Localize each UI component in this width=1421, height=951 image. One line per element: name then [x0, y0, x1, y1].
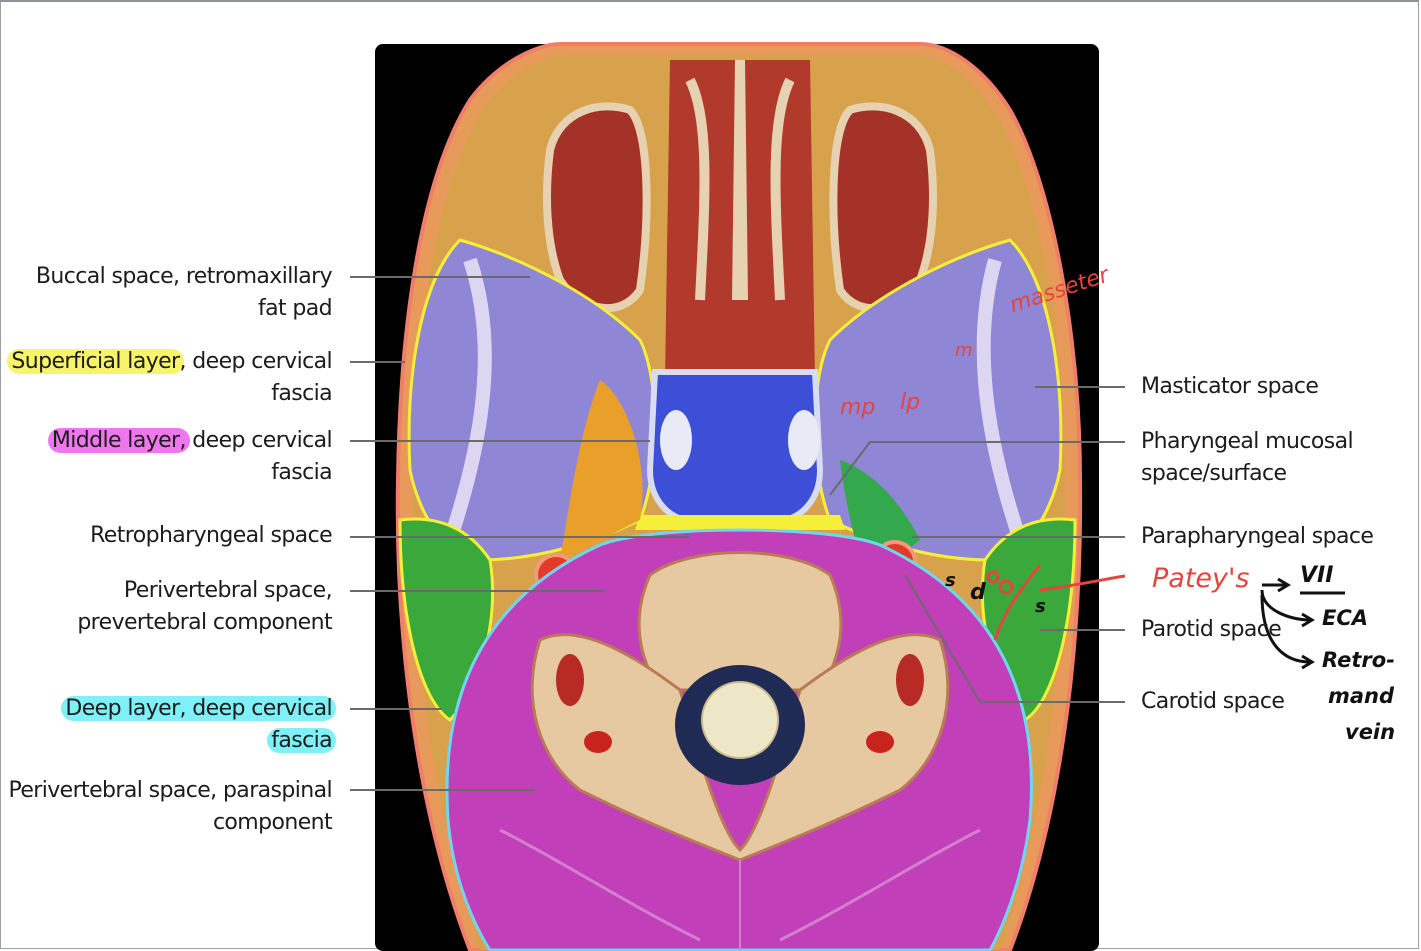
label-parapharyngeal-space: Parapharyngeal space	[1141, 521, 1373, 553]
spinal-cord	[702, 682, 778, 758]
annotation-s-right: s	[1035, 596, 1046, 617]
annotation-m: m	[955, 340, 973, 361]
torus-right	[788, 410, 820, 470]
label-paraspinal-component: Perivertebral space, paraspinal componen…	[8, 775, 332, 839]
retropharyngeal-strip	[635, 515, 845, 530]
annotation-retro: Retro-	[1322, 648, 1395, 672]
label-parotid-space: Parotid space	[1141, 614, 1281, 646]
vertebral-artery-right	[896, 654, 924, 706]
label-prevertebral-component: Perivertebral space, prevertebral compon…	[77, 575, 332, 639]
label-deep-layer: Deep layer, deep cervical fascia	[65, 693, 332, 757]
annotation-s-left: s	[945, 570, 956, 591]
annotation-lp: lp	[900, 390, 920, 415]
annotation-vii: VII	[1300, 563, 1333, 588]
vertebral-vein-left	[584, 731, 612, 753]
label-superficial-layer: Superficial layer, deep cervical fascia	[11, 346, 332, 410]
vertebral-vein-right	[866, 731, 894, 753]
maxillary-sinus-left	[547, 106, 647, 308]
annotation-pateys: Patey's	[1152, 563, 1250, 594]
highlight-deep-line2: fascia	[267, 728, 336, 753]
label-carotid-space: Carotid space	[1141, 686, 1284, 718]
highlight-deep-line1: Deep layer, deep cervical	[61, 696, 336, 721]
label-retropharyngeal-space: Retropharyngeal space	[90, 520, 332, 552]
annotation-d: d	[970, 580, 986, 605]
label-buccal-space: Buccal space, retromaxillary fat pad	[36, 261, 332, 325]
annotation-vein: vein	[1345, 720, 1395, 744]
annotation-mand: mand	[1328, 684, 1394, 708]
highlight-middle: Middle layer,	[48, 428, 190, 453]
label-masticator-space: Masticator space	[1141, 371, 1318, 403]
annotation-eca: ECA	[1322, 606, 1368, 630]
vertebral-artery-left	[556, 654, 584, 706]
torus-left	[660, 410, 692, 470]
highlight-superficial: Superficial layer	[7, 349, 183, 374]
annotation-mp: mp	[840, 395, 875, 420]
label-pharyngeal-mucosal-space: Pharyngeal mucosal space/surface	[1141, 426, 1353, 490]
label-middle-layer: Middle layer, deep cervical fascia	[52, 425, 332, 489]
